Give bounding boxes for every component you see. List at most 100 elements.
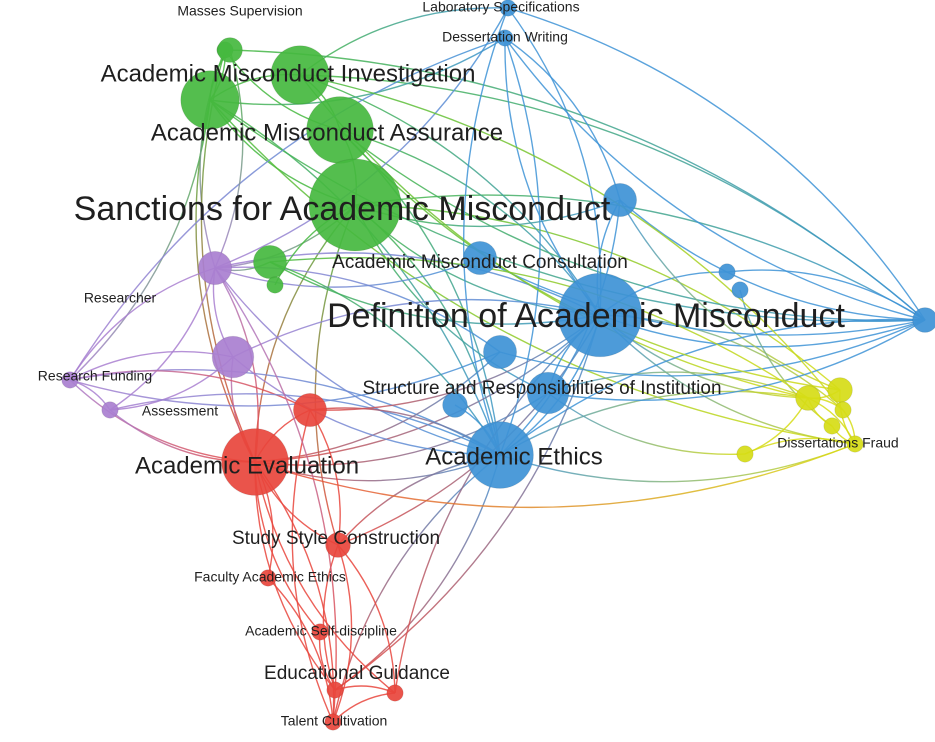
edge-structure-and-responsibilities--yellow-e — [547, 392, 746, 456]
node-academic-self-discipline[interactable] — [311, 623, 329, 641]
edge-blue-b--blue-d — [499, 319, 926, 377]
label-definition-of-academic-misconduct: Definition of Academic Misconduct — [327, 297, 845, 335]
node-academic-misconduct-consultation[interactable] — [252, 244, 288, 280]
node-definition-of-academic-misconduct[interactable] — [557, 272, 643, 358]
edge-academic-misconduct-assurance--definition-of-academic-misconduct — [339, 129, 601, 316]
label-talent-cultivation: Talent Cultivation — [281, 713, 388, 729]
label-study-style-construction: Study Style Construction — [232, 528, 440, 549]
node-research-funding[interactable] — [61, 371, 79, 389]
node-blue-d[interactable] — [912, 307, 935, 333]
edge-academic-misconduct-investigation--academic-ethics — [209, 99, 501, 456]
node-researcher[interactable] — [197, 250, 233, 286]
label-research-funding: Research Funding — [38, 368, 152, 384]
label-masses-supervision: Masses Supervision — [177, 3, 302, 19]
edge-blue-c--blue-d — [479, 257, 926, 336]
node-educational-guidance[interactable] — [326, 681, 344, 699]
node-blue-f[interactable] — [731, 281, 749, 299]
edge-sanctions-for-academic-misconduct--yellow-b — [354, 204, 841, 391]
node-laboratory-specifications[interactable] — [499, 0, 517, 17]
label-dessertation-writing: Dessertation Writing — [442, 29, 568, 45]
node-red-b[interactable] — [386, 684, 404, 702]
edge-red-a--talent-cultivation — [291, 409, 334, 723]
edge-red-b--definition-of-academic-misconduct — [394, 314, 601, 694]
node-academic-misconduct-investigation[interactable] — [180, 70, 240, 130]
edge-faculty-academic-ethics--talent-cultivation — [267, 577, 334, 723]
node-purple-a[interactable] — [211, 335, 255, 379]
edge-academic-ethics--researcher — [214, 267, 501, 456]
node-green-c[interactable] — [270, 45, 330, 105]
node-layer — [61, 0, 935, 731]
node-structure-and-responsibilities[interactable] — [526, 371, 570, 415]
edge-academic-ethics--yellow-a — [499, 390, 809, 456]
label-assessment: Assessment — [142, 403, 218, 419]
node-blue-g[interactable] — [442, 392, 468, 418]
label-researcher: Researcher — [84, 290, 157, 306]
node-yellow-c[interactable] — [834, 401, 852, 419]
edge-academic-misconduct-investigation--blue-d — [209, 99, 926, 323]
node-talent-cultivation[interactable] — [324, 713, 342, 731]
edge-sanctions-for-academic-misconduct--study-style-construction — [314, 204, 356, 546]
edge-study-style-construction--red-b — [337, 544, 396, 694]
node-yellow-e[interactable] — [736, 445, 754, 463]
edge-structure-and-responsibilities--blue-d — [547, 319, 926, 401]
edge-blue-e--blue-d — [726, 269, 926, 321]
node-green-b[interactable] — [217, 37, 243, 63]
edge-laboratory-specifications--academic-ethics — [463, 7, 509, 456]
edge-educational-guidance--definition-of-academic-misconduct — [334, 314, 601, 691]
edge-talent-cultivation--researcher — [214, 267, 337, 723]
edge-dessertation-writing--academic-ethics — [499, 37, 541, 456]
node-academic-ethics[interactable] — [466, 421, 534, 489]
node-yellow-a[interactable] — [795, 385, 821, 411]
edge-laboratory-specifications--researcher — [214, 7, 509, 269]
edge-blue-b--research-funding — [69, 351, 501, 407]
node-red-a[interactable] — [292, 392, 328, 428]
edge-purple-a--academic-ethics — [232, 356, 501, 456]
edge-academic-misconduct-consultation--academic-ethics — [269, 261, 501, 456]
node-blue-c[interactable] — [462, 240, 498, 276]
edge-academic-evaluation--red-b — [254, 461, 396, 694]
label-academic-evaluation: Academic Evaluation — [135, 452, 359, 479]
edge-study-style-construction--educational-guidance — [322, 544, 339, 691]
edge-laboratory-specifications--definition-of-academic-misconduct — [507, 7, 602, 316]
node-blue-b[interactable] — [482, 334, 518, 370]
edge-academic-ethics--dissertations-fraud — [499, 443, 856, 483]
node-blue-e[interactable] — [718, 263, 736, 281]
node-faculty-academic-ethics[interactable] — [259, 569, 277, 587]
node-yellow-d[interactable] — [823, 417, 841, 435]
edge-purple-a--definition-of-academic-misconduct — [232, 298, 601, 358]
label-academic-misconduct-consultation: Academic Misconduct Consultation — [332, 252, 628, 273]
node-academic-evaluation[interactable] — [221, 428, 289, 496]
edge-green-c--definition-of-academic-misconduct — [299, 74, 601, 316]
edge-dessertation-writing--blue-d — [504, 37, 926, 321]
edge-blue-b--academic-evaluation — [254, 351, 501, 463]
edge-academic-misconduct-consultation--definition-of-academic-misconduct — [269, 261, 601, 325]
edge-dessertation-writing--blue-a — [504, 37, 621, 201]
label-sanctions-for-academic-misconduct: Sanctions for Academic Misconduct — [74, 190, 611, 228]
node-yellow-b[interactable] — [827, 377, 853, 403]
node-blue-a[interactable] — [602, 182, 638, 218]
edge-study-style-construction--talent-cultivation — [332, 544, 353, 723]
node-assessment[interactable] — [101, 401, 119, 419]
edge-yellow-a--academic-misconduct-consultation — [269, 257, 809, 399]
node-study-style-construction[interactable] — [325, 532, 351, 558]
edge-dessertation-writing--academic-misconduct-investigation — [209, 37, 506, 106]
edge-green-b--researcher — [214, 49, 244, 269]
edge-research-funding--red-a — [69, 370, 311, 411]
edge-researcher--research-funding — [69, 267, 216, 381]
edge-dissertations-fraud--academic-evaluation — [254, 443, 856, 509]
node-green-d[interactable] — [266, 276, 284, 294]
node-dessertation-writing[interactable] — [496, 29, 514, 47]
label-academic-ethics: Academic Ethics — [425, 443, 602, 470]
label-laboratory-specifications: Laboratory Specifications — [422, 0, 579, 15]
edge-study-style-construction--definition-of-academic-misconduct — [337, 314, 601, 546]
label-dissertations-fraud: Dissertations Fraud — [777, 435, 898, 451]
node-dissertations-fraud[interactable] — [846, 435, 864, 453]
edge-laboratory-specifications--blue-d — [507, 7, 926, 321]
node-sanctions-for-academic-misconduct[interactable] — [308, 158, 402, 252]
edge-masses-supervision--blue-d — [224, 49, 926, 321]
label-structure-and-responsibilities: Structure and Responsibilities of Instit… — [362, 378, 721, 399]
edge-academic-ethics--blue-d — [499, 318, 926, 456]
label-academic-misconduct-investigation: Academic Misconduct Investigation — [101, 60, 476, 87]
